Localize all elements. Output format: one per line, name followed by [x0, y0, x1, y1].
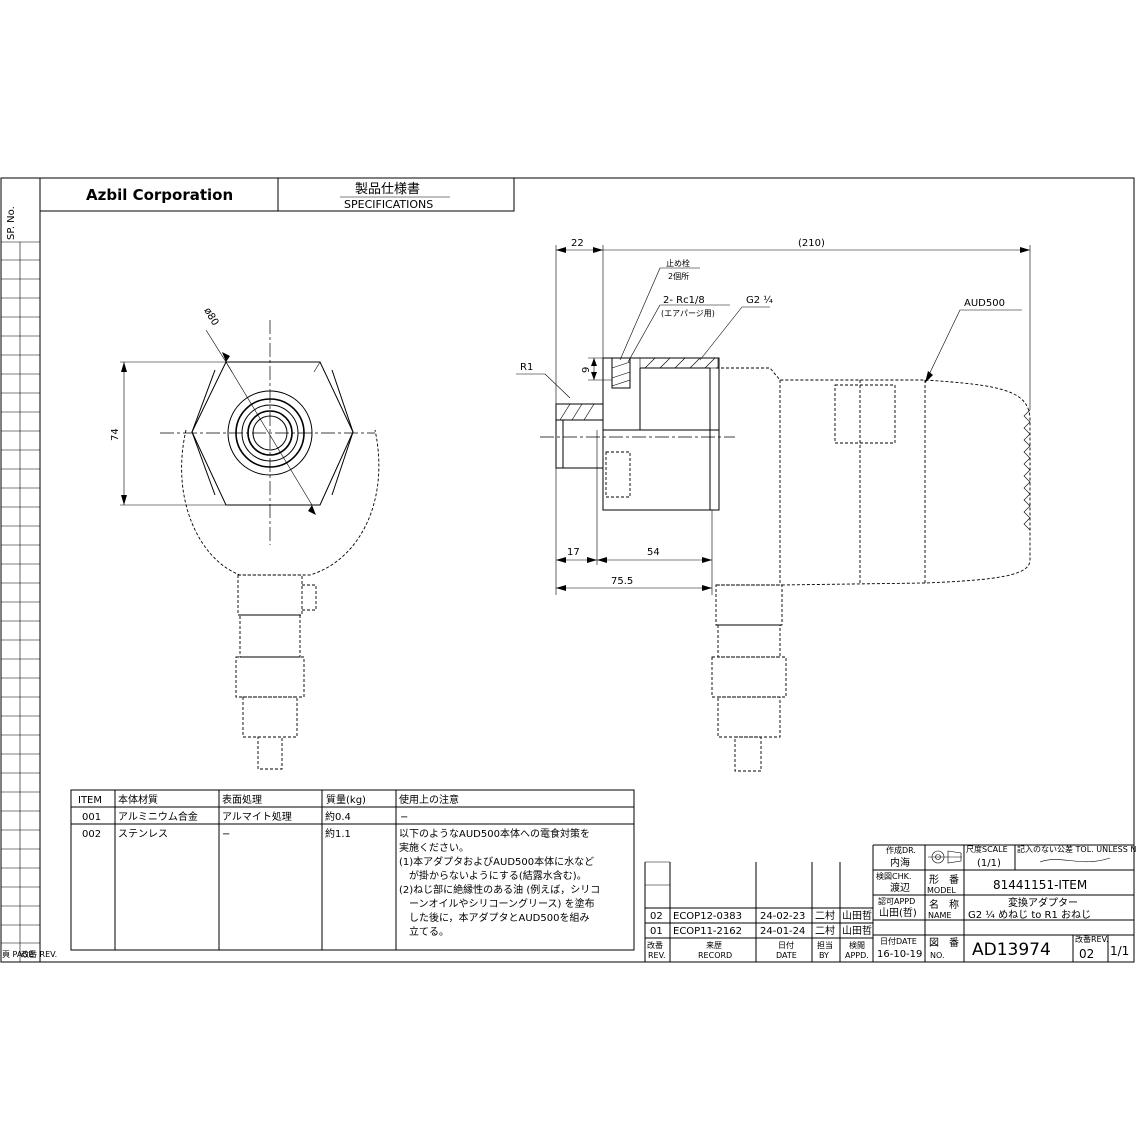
rev-col-date: 日付	[778, 940, 794, 950]
callout-air-purge: (エアパージ用)	[661, 309, 715, 318]
spec-title-en: SPECIFICATIONS	[344, 198, 433, 211]
left-margin-grid	[1, 241, 40, 962]
row2-note-3: (1)本アダプタおよびAUD500本体に水など	[399, 855, 594, 868]
title-block: 作成DR. 内海 検図CHK. 渡辺 認可APPD 山田(哲) 日付DATE 1…	[873, 844, 1136, 962]
rev-row2-appd: 山田哲	[842, 925, 872, 937]
rev-row1-date: 24-02-23	[760, 911, 805, 922]
dim-d74: 74	[110, 428, 121, 441]
dim-d54: 54	[647, 547, 660, 558]
tolerance-wave-icon	[1039, 857, 1111, 863]
row1-mass: 約0.4	[325, 810, 351, 823]
callout-aud500: AUD500	[964, 298, 1005, 309]
callout-g2-thread: G2 ¼	[746, 294, 773, 306]
th-notes: 使用上の注意	[399, 793, 459, 806]
callout-r1: R1	[520, 362, 533, 373]
callout-stop-plug: 止め栓	[666, 258, 690, 268]
tb-chk-name: 渡辺	[890, 881, 910, 894]
rev-row2-record: ECOP11-2162	[673, 926, 742, 937]
rev-col-rev: 改番	[647, 940, 663, 950]
th-item: ITEM	[78, 795, 102, 806]
rev-row1-record: ECOP12-0383	[673, 911, 742, 922]
tb-no-label-en: NO.	[930, 951, 945, 960]
rev-row1-rev: 02	[650, 911, 663, 922]
spec-title-box	[277, 177, 515, 212]
row2-material: ステンレス	[118, 829, 168, 840]
tb-dr-label: 作成DR.	[886, 845, 916, 855]
rev-label: 改番 REV.	[21, 949, 57, 959]
dim-d17: 17	[567, 547, 580, 558]
sheet-border	[0, 177, 1135, 963]
rev-row1-by: 二村	[815, 909, 835, 922]
row2-note-1: 以下のようなAUD500本体への電食対策を	[399, 827, 590, 840]
dim-d210: (210)	[798, 238, 825, 249]
callout-rc-thread: 2- Rc1/8	[663, 295, 705, 306]
tb-model-label-en: MODEL	[927, 886, 956, 895]
tb-name-label-jp: 名 称	[929, 898, 959, 911]
rev-col-appd-en: APPD.	[845, 951, 869, 960]
dim-d80: ø80	[201, 306, 220, 328]
rev-row1-appd: 山田哲	[842, 910, 872, 922]
company-name: Azbil Corporation	[86, 186, 233, 204]
rev-row2-by: 二村	[815, 924, 835, 937]
tb-date-value: 16-10-19	[877, 949, 922, 960]
tb-tol-label: 記入のない公差 TOL. UNLESS NOTED	[1017, 844, 1136, 854]
tb-scale-value: (1/1)	[977, 858, 1001, 869]
th-mass: 質量(kg)	[326, 793, 366, 806]
rev-col-record-en: RECORD	[698, 951, 732, 960]
page-label: 頁 PAGE	[2, 950, 33, 959]
row2-finish: −	[222, 829, 230, 840]
sp-no-label: SP. No.	[6, 206, 17, 240]
row2-note-4: が掛からないようにする(結露水含む)。	[399, 869, 587, 882]
tb-model-label-jp: 形 番	[929, 874, 959, 886]
tb-drawing-no: AD13974	[972, 940, 1051, 960]
rev-row2-date: 24-01-24	[760, 926, 805, 937]
row2-mass: 約1.1	[325, 827, 351, 840]
tb-dr-name: 内海	[890, 856, 910, 869]
projection-symbol-icon	[928, 850, 962, 864]
row2-note-8: 立てる。	[399, 925, 449, 938]
rev-col-rev-en: REV.	[648, 951, 666, 960]
th-finish: 表面処理	[222, 793, 262, 806]
row1-material: アルミニウム合金	[118, 810, 198, 823]
front-view: ø80 74	[110, 306, 380, 770]
tb-no-label-jp: 図 番	[929, 937, 959, 949]
tb-date-label: 日付DATE	[880, 936, 917, 946]
side-view: 22 (210) 9 17 54 75.5 止め栓 2個所 2- Rc1/8 (…	[516, 238, 1031, 772]
tb-scale-label: 尺度SCALE	[966, 844, 1008, 854]
rev-row2-rev: 01	[650, 926, 663, 937]
rev-col-date-en: DATE	[776, 951, 797, 960]
dim-d22: 22	[571, 238, 584, 249]
row2-note-7: した後に，本アダプタとAUD500を組み	[399, 911, 589, 924]
rev-col-by: 担当	[817, 940, 833, 950]
tb-name-value-1: 変換アダプター	[1008, 896, 1078, 909]
tb-appd-label: 認可APPD	[878, 896, 915, 906]
tb-name-value-2: G2 ¼ めねじ to R1 おねじ	[968, 909, 1091, 921]
row1-item: 001	[82, 812, 101, 823]
dim-d75-5: 75.5	[611, 576, 633, 587]
spec-title-jp: 製品仕様書	[355, 182, 420, 197]
row1-finish: アルマイト処理	[222, 810, 292, 823]
callout-stop-plug-count: 2個所	[668, 271, 689, 281]
materials-table: ITEM 本体材質 表面処理 質量(kg) 使用上の注意 001 アルミニウム合…	[70, 789, 635, 951]
tb-appd-name: 山田(哲)	[879, 907, 917, 919]
rev-col-record: 来歴	[706, 941, 722, 950]
tb-rev-label: 改番REV.	[1075, 934, 1109, 944]
rev-col-appd: 検閲	[849, 940, 865, 950]
th-material: 本体材質	[118, 793, 158, 806]
tb-chk-label: 検図CHK.	[876, 871, 911, 881]
row2-note-2: 実施ください。	[399, 841, 469, 854]
tb-model-value: 81441151-ITEM	[993, 878, 1087, 892]
row2-note-5: (2)ねじ部に絶縁性のある油 (例えば，シリコ	[399, 883, 600, 896]
rev-col-by-en: BY	[819, 951, 829, 960]
row2-note-6: ーンオイルやシリコーングリース) を塗布	[399, 897, 595, 910]
tb-sheet: 1/1	[1110, 944, 1129, 958]
revision-table: 02 ECOP12-0383 24-02-23 二村 山田哲 01 ECOP11…	[644, 845, 874, 962]
tb-rev-value: 02	[1079, 947, 1094, 961]
row1-notes: −	[400, 812, 408, 823]
row2-item: 002	[82, 829, 101, 840]
dim-d9: 9	[581, 367, 592, 373]
tb-name-label-en: NAME	[928, 911, 951, 920]
